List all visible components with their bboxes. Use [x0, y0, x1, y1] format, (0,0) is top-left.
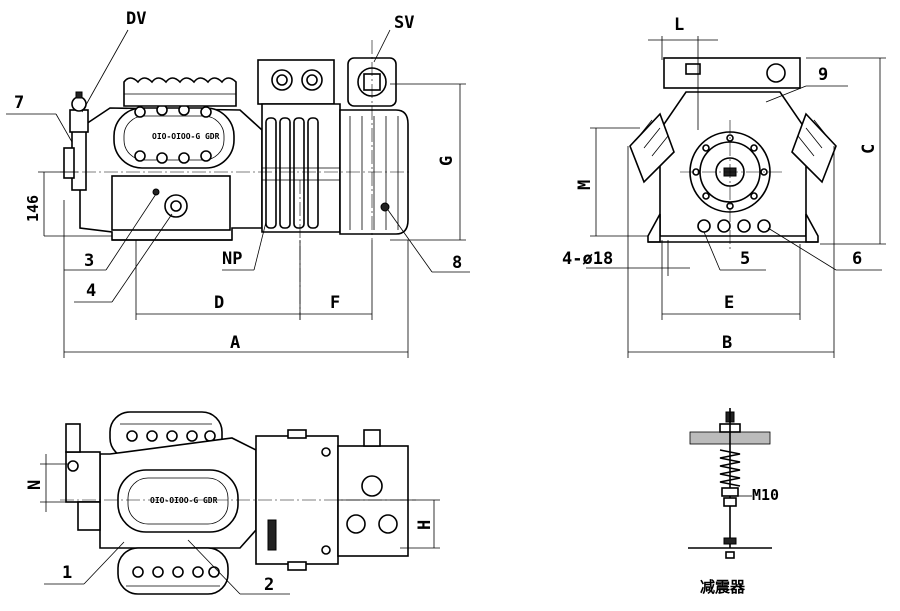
- top-view: OIO-OIOO-G GDR: [60, 411, 416, 595]
- label-1: 1: [62, 563, 72, 583]
- damper-spring: [719, 449, 741, 487]
- dim-146: 146: [24, 195, 42, 222]
- dim-a: A: [230, 333, 240, 353]
- damper-detail: M10 减震器: [688, 408, 779, 596]
- dim-h: H: [415, 520, 435, 530]
- label-6: 6: [852, 249, 862, 269]
- label-np: NP: [222, 249, 242, 269]
- label-8: 8: [452, 253, 462, 273]
- label-4: 4: [86, 281, 96, 301]
- top-view-annotations: N H 1 2: [25, 454, 440, 595]
- dim-b: B: [722, 333, 732, 353]
- label-m10: M10: [752, 486, 779, 504]
- label-dv: DV: [126, 9, 146, 29]
- label-2: 2: [264, 575, 274, 595]
- head-bolts: [134, 104, 212, 164]
- motor-fins: [265, 117, 319, 229]
- label-7: 7: [14, 93, 24, 113]
- side-view: [629, 57, 837, 250]
- label-9: 9: [818, 65, 828, 85]
- front-view-annotations: DV 7 SV G 146 3 4 NP 8 D: [6, 9, 470, 358]
- side-view-annotations: L 9 C M 4-ø18 5 6 E: [562, 15, 886, 358]
- label-3: 3: [84, 251, 94, 271]
- pump-bolts: [692, 134, 768, 210]
- svg-text:OIO-OIOO-G GDR: OIO-OIOO-G GDR: [150, 496, 218, 505]
- svg-text:OIO-OIOO-G GDR: OIO-OIOO-G GDR: [152, 132, 220, 141]
- front-view: OIO-OIOO-G GDR: [44, 40, 410, 320]
- label-5: 5: [740, 249, 750, 269]
- dim-l: L: [674, 15, 684, 35]
- dim-n: N: [25, 480, 45, 490]
- top-upper-bolts: [126, 430, 216, 442]
- dim-d: D: [214, 293, 224, 313]
- dim-m: M: [575, 180, 595, 190]
- dim-c: C: [859, 144, 879, 154]
- dim-f: F: [330, 293, 340, 313]
- dim-e: E: [724, 293, 734, 313]
- label-sv: SV: [394, 13, 414, 33]
- damper-caption: 减震器: [700, 578, 746, 596]
- top-lower-bolts: [132, 566, 220, 578]
- dim-g: G: [437, 156, 457, 166]
- label-holes: 4-ø18: [562, 249, 613, 269]
